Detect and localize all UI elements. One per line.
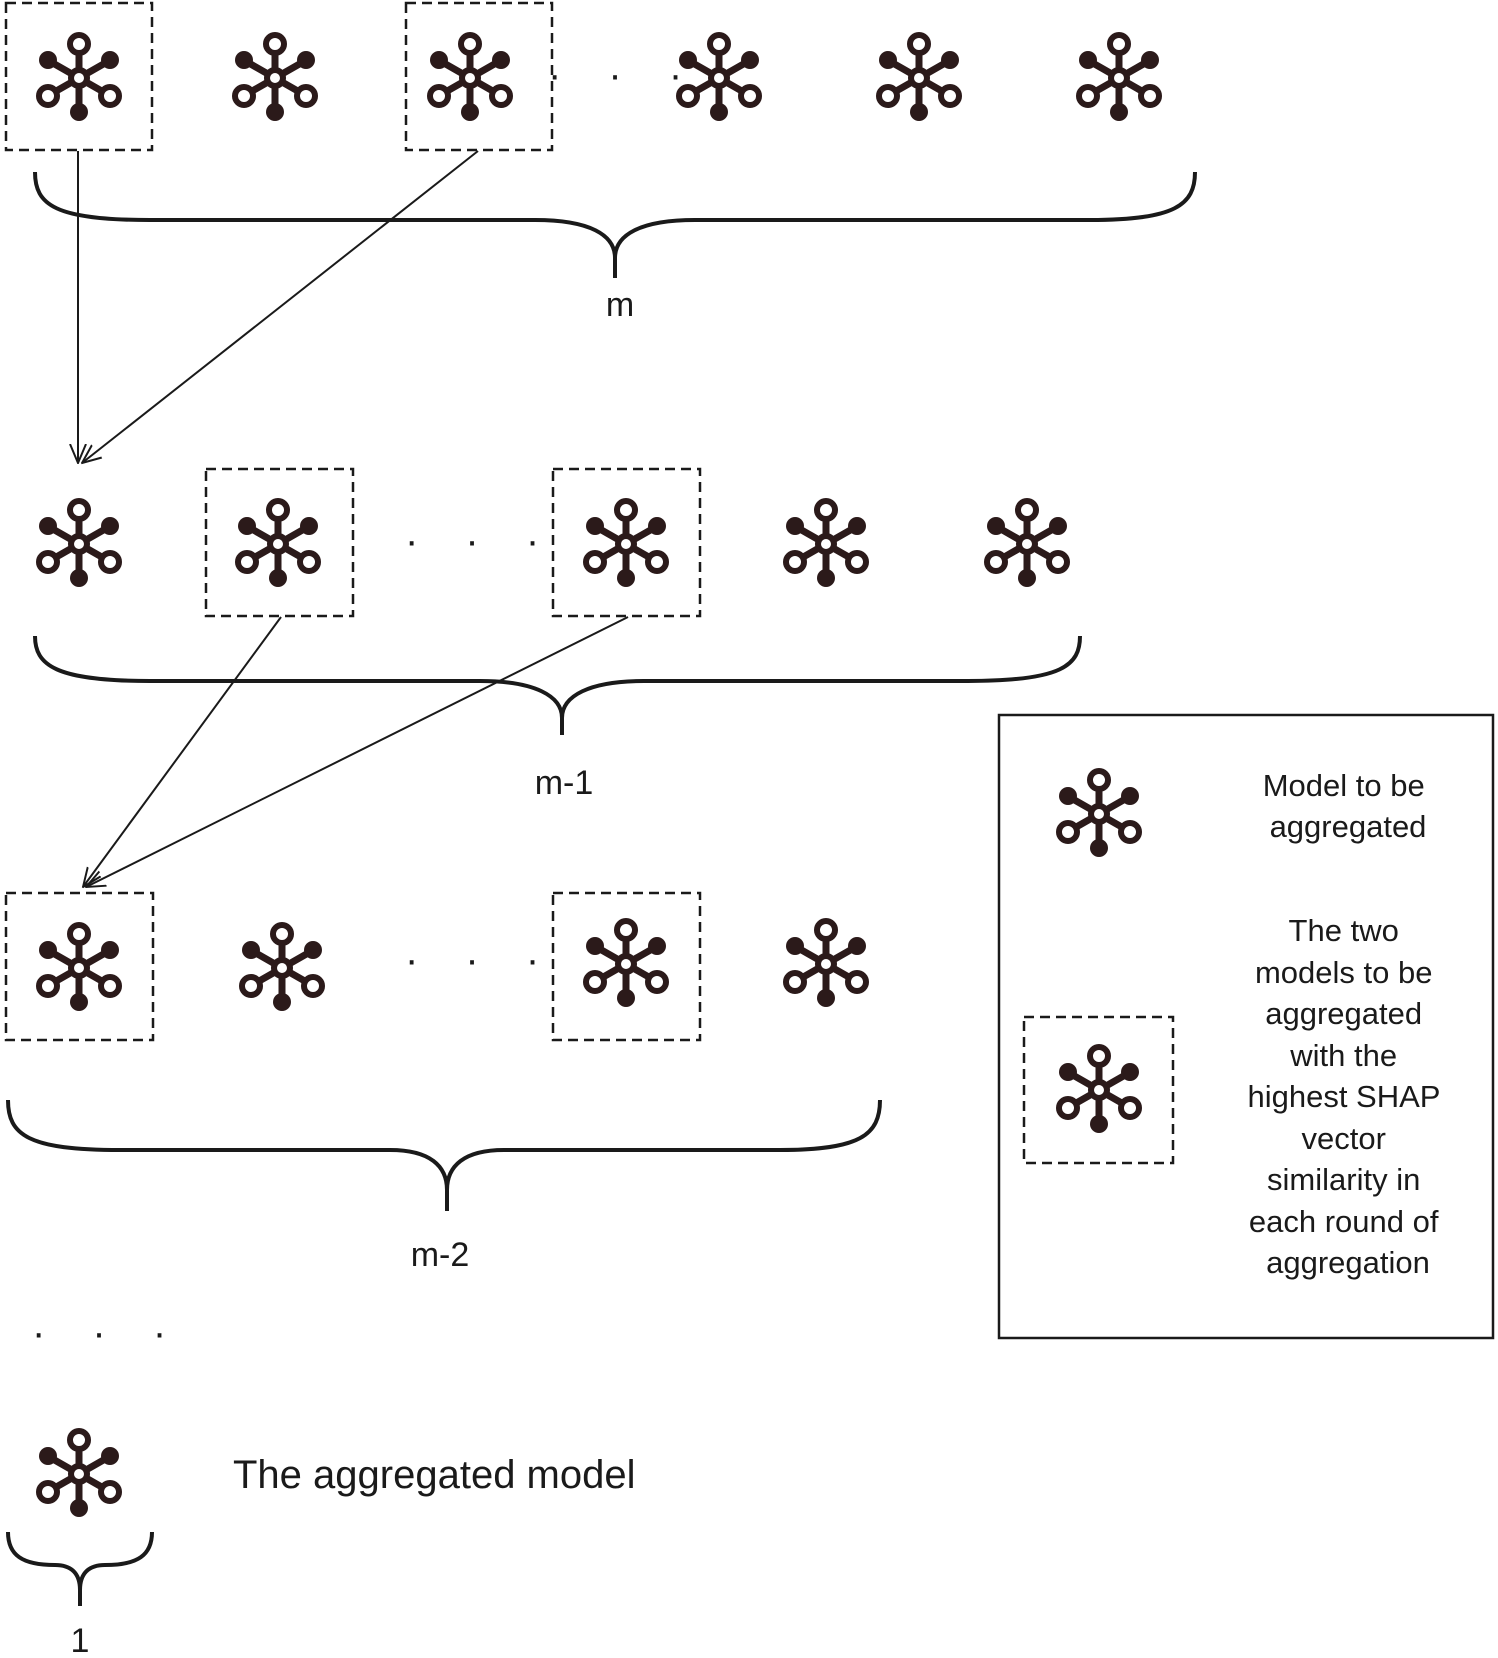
selection-box [404,1,554,152]
model-network-icon [430,35,510,121]
ellipsis: · · · [405,938,557,982]
curly-brace [6,1531,154,1606]
ellipsis: · · · [405,519,557,563]
merge-arrow [83,616,282,887]
legend-model-label: Model to be aggregated [1263,768,1434,844]
curly-brace [33,171,1197,278]
model-network-icon [586,921,666,1007]
row-m-items: · · · [39,35,1159,121]
model-network-icon [586,501,666,587]
merge-arrow [82,150,479,463]
legend-selected-label: The two models to be aggregated with the… [1247,913,1448,1280]
continuation-ellipsis: · · · [32,1311,184,1355]
merge-arrows-2 [83,616,629,887]
row-m-1: · · · m-1 [33,467,1082,802]
legend: Model to be aggregated The two models to… [997,713,1495,1340]
brace-label-1: 1 [71,1622,90,1658]
model-network-icon [786,501,866,587]
model-network-icon [39,1431,119,1517]
curly-brace [33,635,1082,735]
model-network-icon [238,501,318,587]
brace-label-m-1: m-1 [535,764,594,802]
selection-box [4,891,155,1042]
merge-arrows-1 [78,150,479,463]
row-m: · · · m [4,1,1197,324]
selection-box [4,1,154,152]
model-network-icon [879,35,959,121]
merge-arrow [86,616,629,887]
model-network-icon [987,501,1067,587]
ellipsis: · · · [548,53,700,97]
row-m-2: · · · m-2 [4,891,882,1274]
final-model: The aggregated model 1 [6,1431,636,1658]
selection-box [1022,1015,1175,1165]
brace-label-m-2: m-2 [411,1236,470,1274]
model-network-icon [1079,35,1159,121]
selection-box [204,467,355,618]
model-network-icon [39,925,119,1011]
model-network-icon [39,35,119,121]
row-m-1-items: · · · [39,501,1067,587]
final-caption: The aggregated model [233,1453,636,1497]
curly-brace [6,1099,882,1211]
model-network-icon [242,925,322,1011]
legend-box [997,713,1495,1340]
model-network-icon [235,35,315,121]
model-network-icon [39,501,119,587]
model-network-icon [786,921,866,1007]
selection-box [551,467,702,618]
row-m-2-items: · · · [39,921,866,1011]
selection-box [551,891,702,1042]
brace-label-m: m [606,286,634,324]
